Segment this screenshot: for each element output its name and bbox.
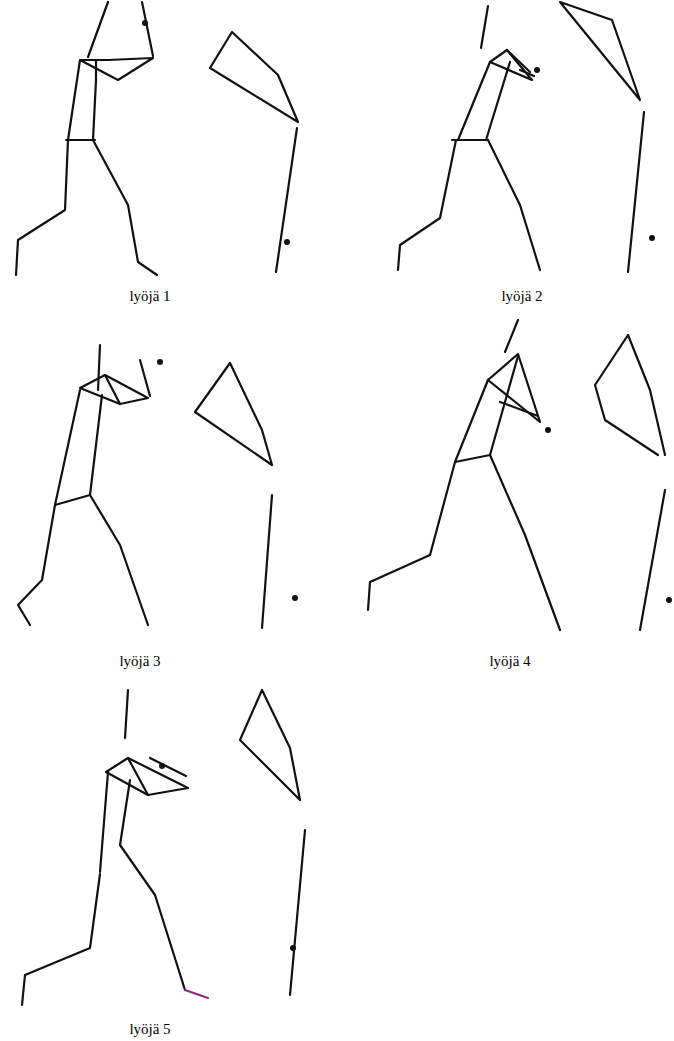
stick-figure [398, 2, 655, 272]
figure-caption: lyöjä 1 [127, 288, 172, 305]
stick-figure [368, 320, 672, 630]
stick-figure [22, 690, 305, 1005]
figure-caption: lyöjä 2 [499, 288, 544, 305]
stick-figure [16, 2, 298, 275]
figure-caption: lyöjä 5 [127, 1021, 172, 1038]
stick-figure [18, 345, 298, 628]
figure-caption: lyöjä 4 [487, 653, 532, 670]
figure-caption: lyöjä 3 [117, 653, 162, 670]
